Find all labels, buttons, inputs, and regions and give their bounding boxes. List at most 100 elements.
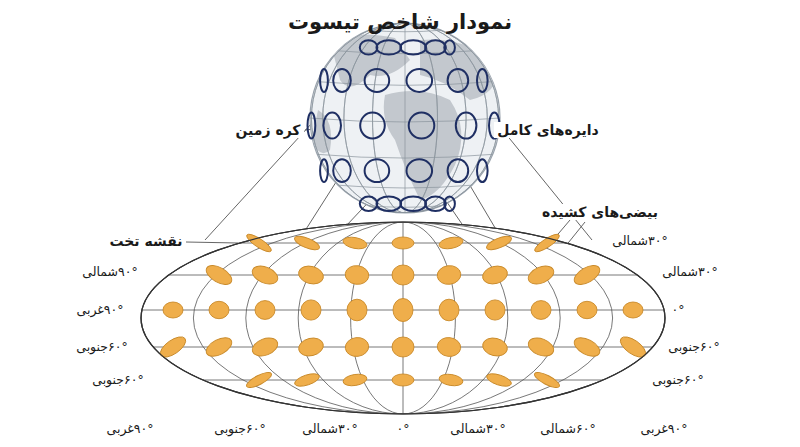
meridian: [246, 222, 560, 414]
meridian: [351, 222, 456, 414]
tissot-ellipse: [571, 262, 603, 289]
tissot-circle: [323, 113, 341, 139]
tissot-ellipse: [209, 301, 229, 318]
tissot-circle: [377, 197, 402, 211]
tissot-ellipse: [623, 302, 643, 318]
tissot-circle: [360, 40, 378, 54]
longitude-label: ۹۰°غربی: [104, 422, 155, 436]
tissot-ellipse: [392, 237, 414, 249]
tissot-ellipse: [344, 336, 370, 358]
tissot-circles: [308, 40, 500, 211]
tissot-ellipse: [342, 373, 367, 388]
tissot-circle: [425, 40, 446, 54]
tissot-ellipse: [344, 264, 370, 286]
tissot-circle: [444, 40, 455, 54]
tissot-circle: [360, 113, 385, 139]
tissot-ellipse: [485, 300, 505, 320]
tissot-circle: [400, 40, 426, 54]
meridian: [344, 23, 466, 213]
meridian: [323, 23, 488, 213]
tissot-circle: [365, 159, 390, 182]
latitude-label: ۹۰°شمالی: [80, 265, 139, 279]
tissot-ellipse: [245, 370, 274, 391]
diagram-title: نمودار شاخص تیسوت: [288, 10, 512, 34]
tissot-ellipse: [526, 335, 556, 360]
tissot-ellipse: [571, 334, 602, 360]
tissot-circle: [444, 197, 455, 211]
callout-label: نقشه تخت: [106, 233, 185, 249]
tissot-circle: [477, 159, 488, 182]
tissot-circle: [365, 69, 390, 92]
longitude-label: ۳۰°شمالی: [448, 422, 507, 436]
longitude-label: ۶۰°شمالی: [538, 422, 597, 436]
meridian: [298, 222, 508, 414]
longitude-label: ۶۰°جنوبی: [212, 422, 268, 436]
parallel: [338, 185, 472, 188]
tissot-circle: [407, 159, 433, 182]
parallel: [317, 154, 493, 158]
tissot-ellipse: [392, 374, 414, 386]
tissot-ellipse: [485, 371, 513, 389]
latitude-label: ۰°: [670, 303, 687, 317]
tissot-circle: [333, 159, 351, 182]
parallel: [310, 118, 500, 122]
tissot-ellipse: [250, 335, 280, 360]
tissot-circle: [333, 69, 351, 92]
callout-label: دایره‌های کامل: [494, 122, 601, 138]
tissot-ellipse: [526, 263, 557, 288]
tissot-circle: [308, 113, 316, 139]
longitude-label: ۹۰°غربی: [638, 422, 689, 436]
tissot-circle: [400, 197, 426, 211]
tissot-ellipse: [436, 264, 462, 286]
latitude-label: ۳۰°شمالی: [660, 265, 719, 279]
tissot-circle: [456, 113, 477, 139]
flat-map: [141, 222, 665, 414]
meridian: [323, 23, 488, 213]
tissot-ellipse: [438, 235, 464, 250]
tissot-ellipse: [342, 235, 368, 250]
tissot-ellipse: [577, 301, 597, 318]
tissot-ellipse: [617, 333, 649, 361]
tissot-ellipse: [297, 336, 325, 359]
tissot-ellipse: [481, 336, 509, 359]
tissot-ellipse: [163, 302, 183, 318]
tissot-circle: [407, 69, 433, 92]
tissot-ellipse: [301, 300, 321, 320]
tissot-ellipse: [347, 299, 367, 321]
meridian: [193, 222, 612, 414]
meridian: [405, 23, 406, 213]
tissot-ellipse: [157, 333, 189, 361]
meridian: [141, 222, 665, 414]
tissot-circle: [409, 113, 435, 139]
tissot-ellipse: [203, 262, 235, 289]
latitude-label: ۶۰°جنوبی: [74, 340, 130, 354]
meridian: [311, 23, 498, 213]
map-grid: [141, 222, 665, 414]
latitude-label: ۳۰°شمالی: [610, 234, 669, 248]
meridian: [311, 23, 498, 213]
tissot-circle: [448, 69, 469, 92]
latitude-label: ۶۰°جنوبی: [90, 373, 146, 387]
tissot-circle: [320, 159, 328, 182]
callout-label: بیضی‌های کشیده: [539, 204, 661, 220]
tissot-ellipse: [293, 371, 321, 389]
tissot-ellipse: [392, 265, 414, 285]
tissot-ellipse: [255, 301, 275, 320]
tissot-circle: [448, 159, 469, 182]
globe: [308, 23, 501, 213]
tissot-ellipse: [436, 336, 462, 358]
meridian: [344, 23, 466, 213]
longitude-label: ۰°: [395, 422, 412, 436]
tissot-circle: [425, 197, 446, 211]
latitude-label: ۹۰°غربی: [74, 303, 125, 317]
tissot-circle: [320, 69, 328, 92]
tissot-ellipse: [533, 370, 562, 391]
tissot-ellipse: [250, 263, 281, 288]
tissot-ellipse: [439, 299, 459, 321]
tissot-ellipse: [531, 301, 551, 320]
callout-label: کره زمین: [232, 122, 303, 138]
globe-grid: [310, 23, 500, 213]
tissot-ellipses: [157, 231, 649, 390]
tissot-circle: [377, 40, 402, 54]
tissot-ellipse: [393, 299, 413, 322]
